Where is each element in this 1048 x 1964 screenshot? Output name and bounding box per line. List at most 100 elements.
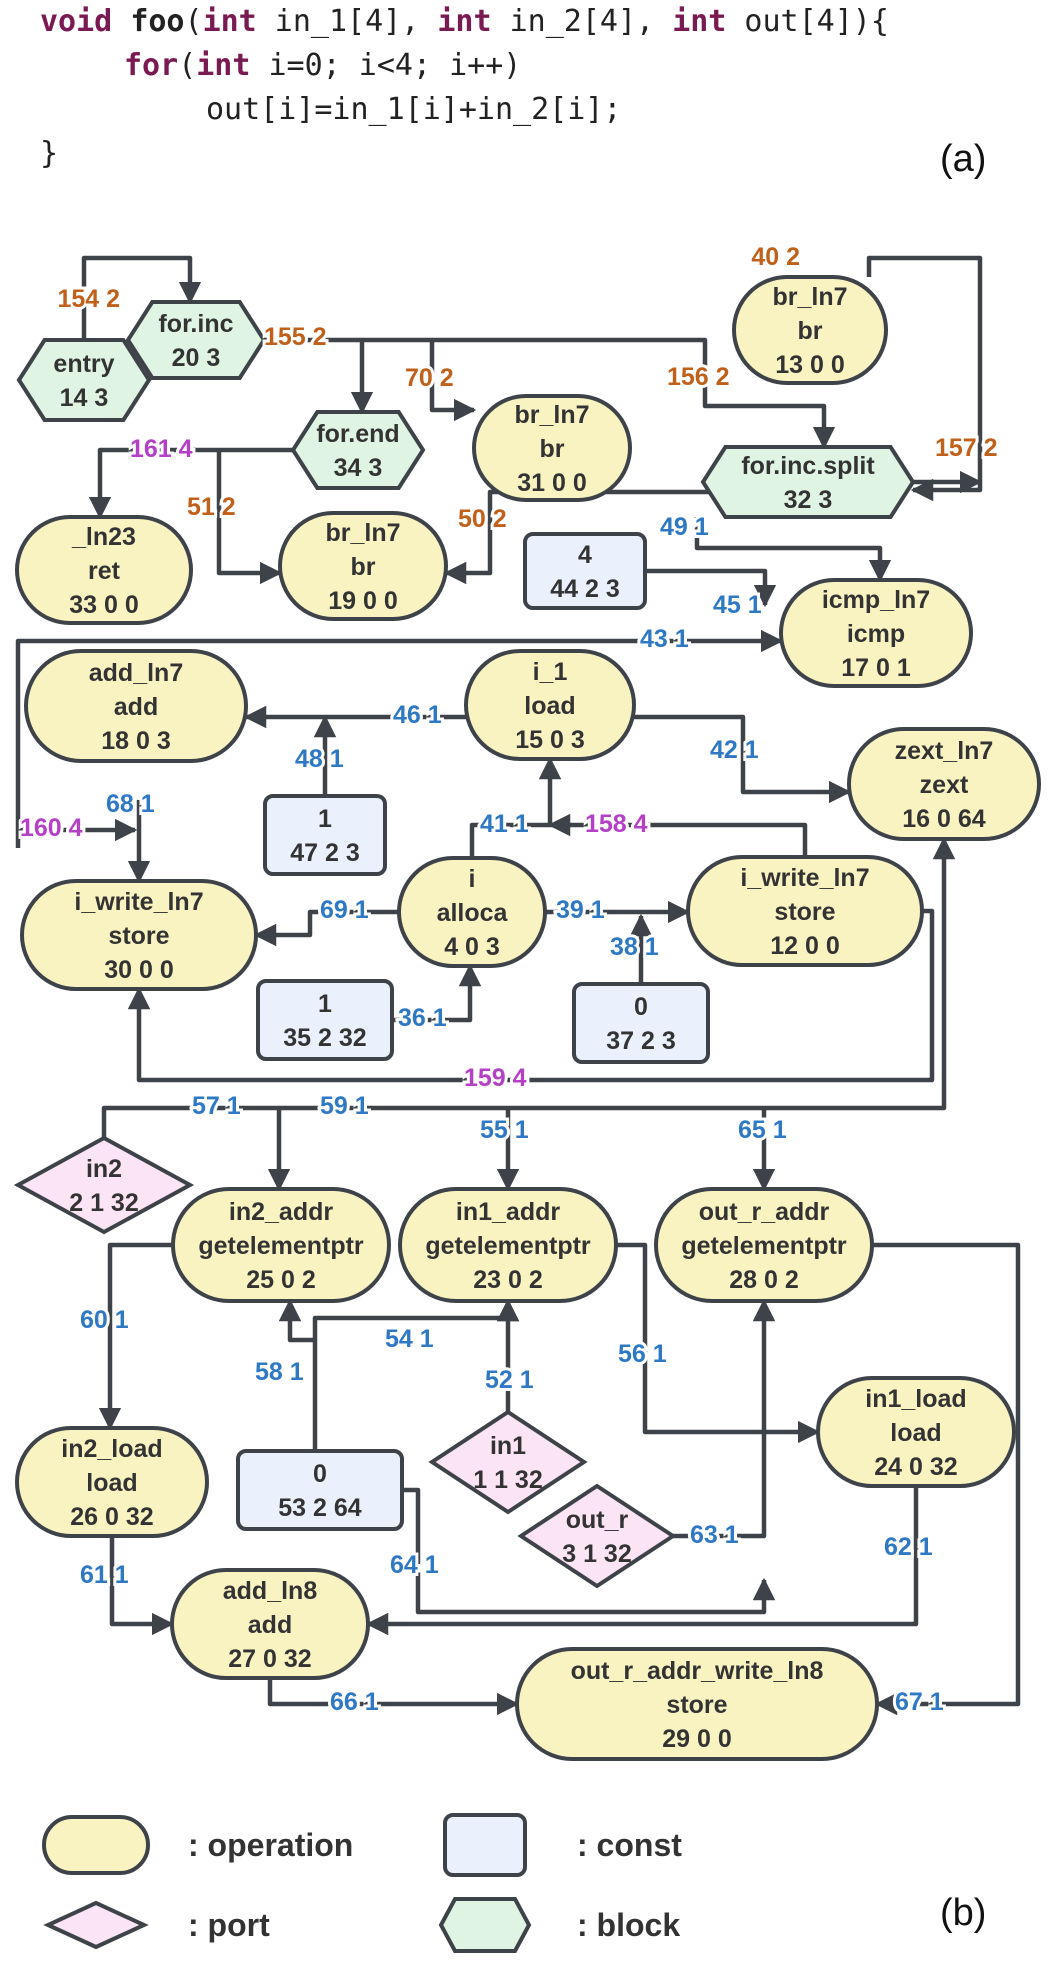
node-br13-name: br_ln7 (772, 283, 847, 311)
edge-57-1 (101, 1105, 291, 1192)
node-store29-line3: 29 0 0 (662, 1725, 732, 1753)
node-iw30-op: store (108, 922, 169, 950)
node-store29-op: store (666, 1691, 727, 1719)
edge-label-156-2: 156 2 (667, 363, 730, 391)
edge-label-36-1: 36 1 (398, 1004, 447, 1032)
node-shape-operation (15, 515, 193, 625)
edge-label-43-1: 43 1 (640, 625, 689, 653)
node-icmp17-op: icmp (847, 620, 905, 648)
node-ret33-name: _ln23 (71, 523, 136, 551)
edge-36-1 (392, 963, 482, 1023)
node-shape-port (428, 1409, 588, 1515)
node-in1port: in1 1 1 32 (428, 1409, 588, 1515)
node-outaddr-line3: 28 0 2 (729, 1266, 799, 1294)
edge-60-1 (98, 1242, 173, 1431)
edge-label-68-1: 68 1 (106, 790, 155, 818)
node-for_inc-name: for.inc (158, 310, 233, 338)
edge-label-56-1: 56 1 (618, 1340, 667, 1368)
edge-label-40-2: 40 2 (751, 243, 800, 271)
edge-label-41-1: 41 1 (480, 810, 529, 838)
node-br31-op: br (540, 435, 565, 463)
node-in2port-line2: 2 1 32 (69, 1189, 139, 1217)
node-c47: 1 47 2 3 (263, 794, 387, 876)
node-add18-line3: 18 0 3 (101, 727, 171, 755)
edge-label-62-1: 62 1 (884, 1533, 933, 1561)
node-outaddr-op: getelementptr (681, 1232, 847, 1260)
node-shape-block (125, 300, 267, 380)
code-line-1: void foo(int in_1[4], int in_2[4], int o… (40, 4, 889, 39)
edge-62-1 (365, 1486, 919, 1636)
node-shape-operation (779, 578, 973, 688)
node-c37-name: 0 (634, 993, 648, 1021)
node-in2port-name: in2 (86, 1155, 122, 1183)
legend-port: : port (43, 1900, 270, 1950)
node-outport: out_r3 1 32 (517, 1483, 677, 1589)
node-in1addr-op: getelementptr (425, 1232, 591, 1260)
node-zext16-line3: 16 0 64 (902, 805, 986, 833)
node-in2load-op: load (86, 1469, 137, 1497)
node-in1load-line3: 24 0 32 (874, 1453, 957, 1481)
node-in1port-line2: 1 1 32 (473, 1466, 543, 1494)
node-shape-operation (686, 855, 924, 967)
edge-label-61-1: 61 1 (80, 1561, 129, 1589)
node-br13-op: br (798, 317, 823, 345)
node-shape-const (256, 979, 394, 1061)
legend-operation-label: : operation (188, 1827, 353, 1863)
source-code-panel: void foo(int in_1[4], int in_2[4], int o… (0, 0, 1048, 190)
node-iw12-op: store (774, 898, 835, 926)
edge-70-2 (362, 337, 477, 422)
node-shape-operation (398, 1187, 618, 1303)
node-shape-block (700, 445, 916, 519)
node-for_inc: for.inc 20 3 (125, 300, 267, 380)
node-add18-op: add (114, 693, 158, 721)
node-iw12-line3: 12 0 0 (770, 932, 840, 960)
legend-operation-swatch (42, 1815, 150, 1875)
edge-label-50-2: 50 2 (458, 505, 507, 533)
node-in1port-name: in1 (490, 1432, 526, 1460)
edge-label-58-1: 58 1 (255, 1358, 304, 1386)
node-for_inc_split-name: for.inc.split (741, 452, 875, 480)
node-for_inc-line2: 20 3 (172, 344, 221, 372)
node-in1load-op: load (890, 1419, 941, 1447)
node-c37-line2: 37 2 3 (606, 1027, 676, 1055)
edge-59-1 (279, 836, 956, 1111)
edge-159-4 (127, 908, 935, 1083)
node-shape-const (523, 532, 647, 610)
node-shape-operation (472, 394, 632, 502)
edge-label-63-1: 63 1 (690, 1521, 739, 1549)
edge-label-69-1: 69 1 (320, 896, 369, 924)
legend-const: : const (443, 1813, 682, 1877)
node-in1load-name: in1_load (865, 1385, 966, 1413)
node-shape-operation (654, 1187, 874, 1303)
edge-61-1 (109, 1536, 175, 1636)
node-br13-line3: 13 0 0 (775, 351, 845, 379)
node-i1_15-name: i_1 (533, 658, 568, 686)
node-c47-line2: 47 2 3 (290, 839, 360, 867)
node-entry-name: entry (53, 350, 114, 378)
node-c35-line2: 35 2 32 (283, 1024, 366, 1052)
node-shape-const (572, 982, 710, 1064)
node-in2addr-op: getelementptr (198, 1232, 364, 1260)
edge-label-161-4: 161 4 (130, 435, 193, 463)
node-shape-operation (732, 275, 888, 385)
node-shape-operation (397, 856, 547, 968)
node-shape-port (13, 1135, 195, 1235)
node-outaddr: out_r_addr getelementptr 28 0 2 (654, 1187, 874, 1303)
legend-block: : block (438, 1897, 680, 1953)
node-outaddr-name: out_r_addr (699, 1198, 830, 1226)
node-c44-line2: 44 2 3 (550, 575, 620, 603)
node-c47-name: 1 (318, 805, 332, 833)
node-br19-name: br_ln7 (325, 519, 400, 547)
node-iw30-line3: 30 0 0 (104, 956, 174, 984)
edge-154-2 (81, 255, 202, 340)
